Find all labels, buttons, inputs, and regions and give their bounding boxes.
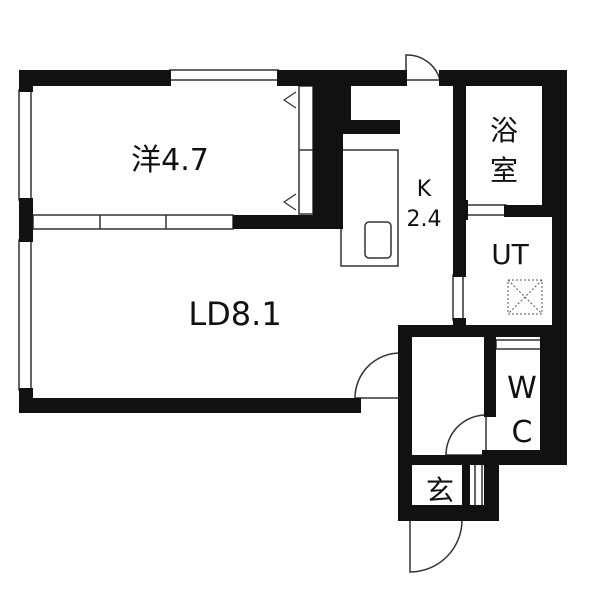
- windows: [18, 69, 553, 511]
- label-entrance: 玄: [426, 474, 454, 507]
- label-kitchen-size: 2.4: [407, 207, 442, 232]
- kitchen-counter: [340, 149, 399, 267]
- door-swing-wc: [445, 414, 487, 456]
- window-left-western: [18, 89, 32, 201]
- label-western: 洋4.7: [131, 143, 209, 178]
- label-wc-c: C: [512, 415, 533, 450]
- door-swings: [354, 54, 487, 573]
- window-left-ld: [18, 239, 32, 391]
- label-wc-w: W: [507, 371, 537, 406]
- closet-arrows: [282, 91, 297, 211]
- label-living-dining: LD8.1: [188, 295, 281, 333]
- window-top-western: [169, 69, 279, 81]
- label-bath-2: 室: [490, 154, 518, 187]
- door-swing-top: [405, 54, 441, 81]
- label-utility: UT: [491, 238, 529, 271]
- walls: [19, 70, 567, 521]
- label-kitchen-k: K: [417, 177, 432, 202]
- utility-opening: [452, 274, 464, 321]
- sink: [364, 221, 392, 259]
- door-swing-entrance: [409, 519, 463, 573]
- washing-machine-pan: [507, 279, 543, 315]
- partition-western-ld: [32, 214, 234, 230]
- bath-door-line: [465, 204, 507, 216]
- label-bath-1: 浴: [490, 114, 518, 147]
- door-swing-ld: [354, 352, 401, 399]
